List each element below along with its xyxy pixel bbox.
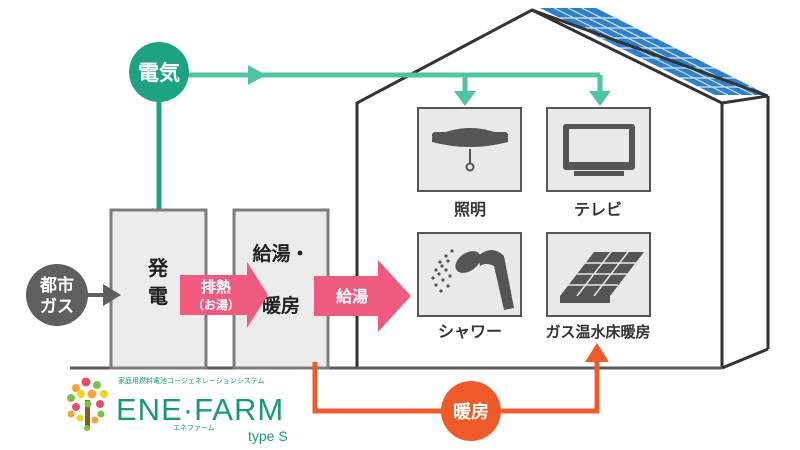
heating-circle (441, 381, 501, 441)
heating-label: 暖房 (453, 401, 489, 423)
house-outline (355, 8, 770, 370)
electricity-arrow-head (248, 65, 266, 85)
heating-arrow-head (585, 343, 609, 362)
tree-icon (67, 377, 108, 431)
logo-kana: エネファーム (173, 424, 215, 432)
waste-heat-arrow (180, 262, 268, 328)
tv-icon (563, 124, 635, 176)
logo-tagline: 家庭用燃料電池コージェネレーションシステム (118, 376, 265, 385)
generator-char-1: 発 (147, 256, 169, 280)
electricity-arrow-tv (589, 91, 611, 106)
appliance-floor-heating: ガス温水床暖房 (545, 232, 651, 341)
floor-heating-icon (560, 251, 644, 303)
logo-name: ENE·FARM (116, 392, 284, 427)
appliance-tv: テレビ (546, 107, 651, 219)
solar-panel-icon (540, 7, 768, 96)
ceiling-light-icon (432, 128, 508, 172)
waste-heat-sub: （お湯） (192, 297, 240, 312)
city-gas-line-1: 都市 (39, 275, 74, 296)
generator-char-2: 電 (148, 284, 168, 308)
appliance-lighting: 照明 (417, 107, 522, 219)
city-gas-line-2: ガス (40, 297, 74, 317)
hot-water-unit-line-1: 給湯・ (252, 242, 309, 265)
electricity-label: 電気 (138, 61, 180, 85)
electricity-lines (156, 72, 603, 210)
hot-water-unit-line-2: 暖房 (262, 294, 300, 317)
ene-farm-logo: 家庭用燃料電池コージェネレーションシステム ENE·FARM エネファーム ty… (67, 376, 288, 444)
shower-icon (431, 249, 514, 310)
city-gas-arrow-head (103, 284, 121, 306)
city-gas-circle (26, 264, 88, 326)
appliance-tv-label: テレビ (574, 200, 622, 219)
hot-water-supply-label: 給湯 (336, 287, 368, 306)
appliance-shower-label: シャワー (438, 322, 502, 341)
electricity-circle (129, 42, 189, 102)
appliance-floor-heating-label: ガス温水床暖房 (545, 323, 650, 341)
hot-water-supply-arrow (314, 260, 411, 332)
waste-heat-label: 排熱 (201, 278, 231, 296)
logo-type: type S (248, 428, 288, 444)
appliance-shower: シャワー (417, 232, 522, 341)
electricity-arrow-lighting (454, 91, 476, 106)
appliance-lighting-label: 照明 (454, 200, 486, 219)
